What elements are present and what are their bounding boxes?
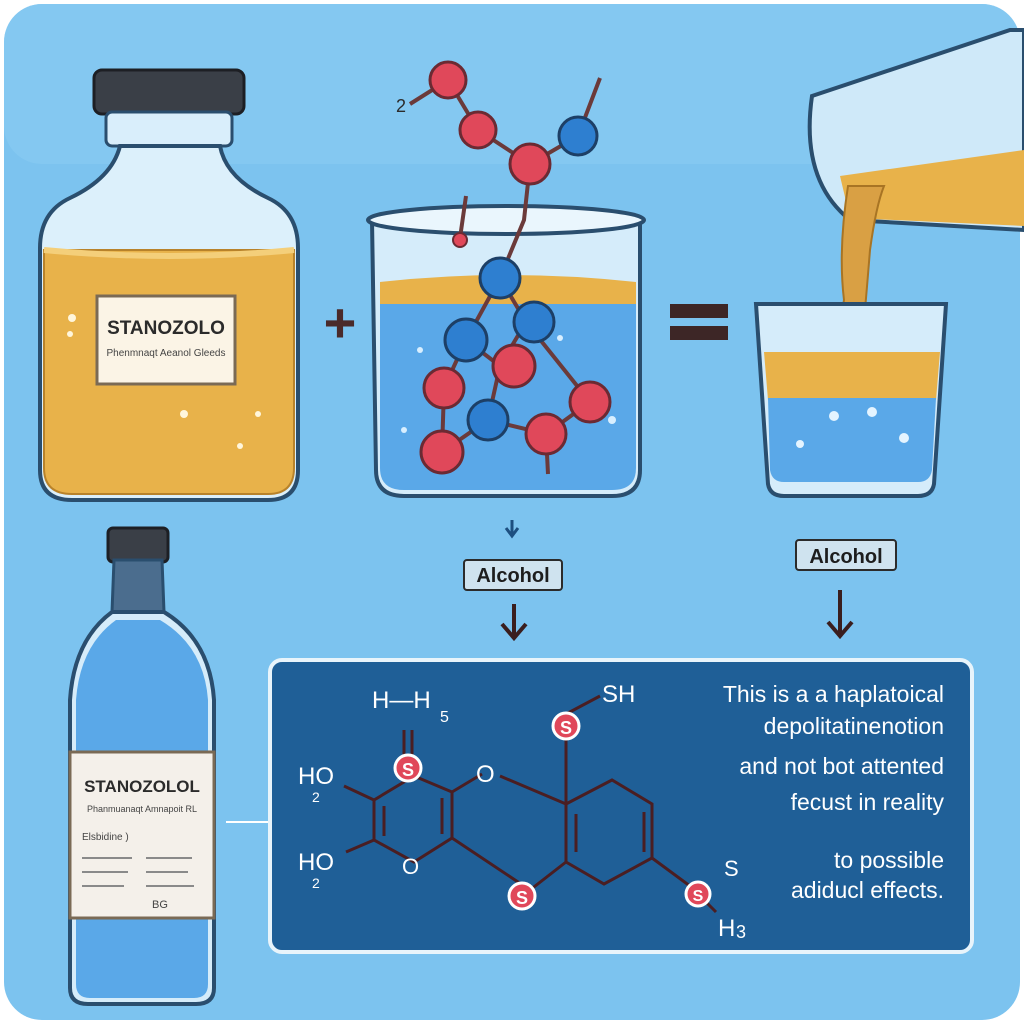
alcohol-label-left: Alcohol [476, 565, 549, 587]
alcohol-tag-left [463, 559, 563, 591]
plus-operator: + [324, 291, 357, 354]
large-bottle: STANOZOLO Phenmnaqt Aeanol Gleeds [38, 68, 300, 502]
small-glass-blue [768, 398, 936, 482]
bubble [67, 331, 73, 337]
right-arrow-group: Alcohol [795, 539, 897, 640]
label-h-bottom-sub: 3 [736, 922, 746, 942]
bubble [237, 443, 243, 449]
atom-red [419, 429, 465, 475]
large-bottle-label-title: STANOZOLO [107, 318, 225, 339]
atom-red [524, 412, 568, 456]
down-arrow-right [826, 590, 854, 640]
pouring-liquid-top [840, 150, 1024, 226]
large-bottle-cap [92, 68, 246, 116]
background-highlight [4, 4, 1020, 164]
bubble [829, 411, 839, 421]
panel-text-line-4: fecust in reality [791, 789, 945, 815]
atom-red-small [452, 232, 468, 248]
sulfur-badge-label: S [693, 888, 704, 905]
small-glass-amber [764, 352, 940, 400]
small-bottle-label-code: BG [152, 899, 168, 911]
label-h-top-left-sub: 5 [440, 709, 449, 726]
atom-blue [557, 115, 599, 157]
small-bottle-label-line: Elsbidine ) [82, 832, 129, 843]
bubble [180, 410, 188, 418]
atom-blue [478, 256, 522, 300]
sulfur-badge [551, 711, 581, 741]
sulfur-badge-label: S [402, 760, 414, 780]
bubble [557, 335, 563, 341]
small-bottle-label [68, 750, 216, 920]
panel-text-line-3: and not bot attented [739, 753, 944, 779]
atom-red [508, 142, 552, 186]
large-bottle-neck [104, 110, 234, 148]
label-ho-lower: HO [298, 849, 334, 876]
panel-text-line-1: This is a a haplatoical [723, 681, 944, 707]
atom-blue [512, 300, 556, 344]
atom-red [458, 110, 498, 150]
bubble [417, 347, 423, 353]
label-s-right: S [724, 856, 739, 881]
sulfur-badge-label: S [560, 718, 572, 738]
label-h-top-left: H—H [372, 687, 431, 714]
small-bottle-label-title: STANOZOLOL [84, 777, 200, 796]
small-bottle: STANOZOLOL Phanmuanaqt Amnapoit RL Elsbi… [68, 526, 216, 1006]
alcohol-tag-right [795, 539, 897, 571]
bubble [255, 411, 261, 417]
large-bottle-label [95, 294, 237, 386]
large-bottle-liquid-surface [43, 247, 295, 259]
molecule-atoms [419, 60, 612, 475]
sulfur-badge [507, 881, 537, 911]
alcohol-label-right: Alcohol [809, 546, 882, 568]
atom-blue [466, 398, 510, 442]
atom-red [422, 366, 466, 410]
label-h-bottom: H [718, 915, 735, 942]
panel-text-line-2: depolitatinenotion [764, 713, 944, 739]
sulfur-badge-label: S [516, 888, 528, 908]
small-glass [753, 302, 949, 498]
sulfur-badge [684, 880, 712, 908]
beaker-rim [366, 204, 646, 236]
bubble [608, 416, 616, 424]
small-bottle-neck [110, 558, 166, 614]
label-ho-upper: HO [298, 763, 334, 790]
label-o-upper: O [476, 761, 495, 788]
bubble [867, 407, 877, 417]
atom-red [428, 60, 468, 100]
atom-red [491, 343, 537, 389]
info-panel-box [268, 658, 974, 954]
sulfur-badge [393, 753, 423, 783]
bubble [796, 440, 804, 448]
large-bottle-label-subtitle: Phenmnaqt Aeanol Gleeds [107, 348, 226, 359]
label-sh-top: SH [602, 681, 635, 708]
equals-operator [670, 304, 728, 340]
label-ho-upper-sub: 2 [312, 789, 320, 805]
bubble [68, 314, 76, 322]
left-arrow-group: Alcohol [463, 520, 563, 642]
small-bottle-label-subtitle: Phanmuanaqt Amnapoit RL [87, 804, 197, 814]
molecule-number-label: 2 [396, 96, 406, 116]
panel-text-line-5: to possible [834, 847, 944, 873]
small-bottle-label-scribbles [82, 857, 194, 887]
bubble [899, 433, 909, 443]
bubble [401, 427, 407, 433]
down-arrow-left [500, 604, 528, 642]
small-down-arrow [504, 520, 520, 539]
info-panel: H—H 5 HO 2 HO 2 O O SH S H 3 S S S S Thi… [268, 658, 974, 954]
small-bottle-cap [106, 526, 170, 564]
panel-text-line-6: adiducl effects. [791, 877, 944, 903]
atom-blue [443, 317, 489, 363]
label-o-ring: O [402, 854, 419, 879]
label-ho-lower-sub: 2 [312, 875, 320, 891]
atom-red [568, 380, 612, 424]
